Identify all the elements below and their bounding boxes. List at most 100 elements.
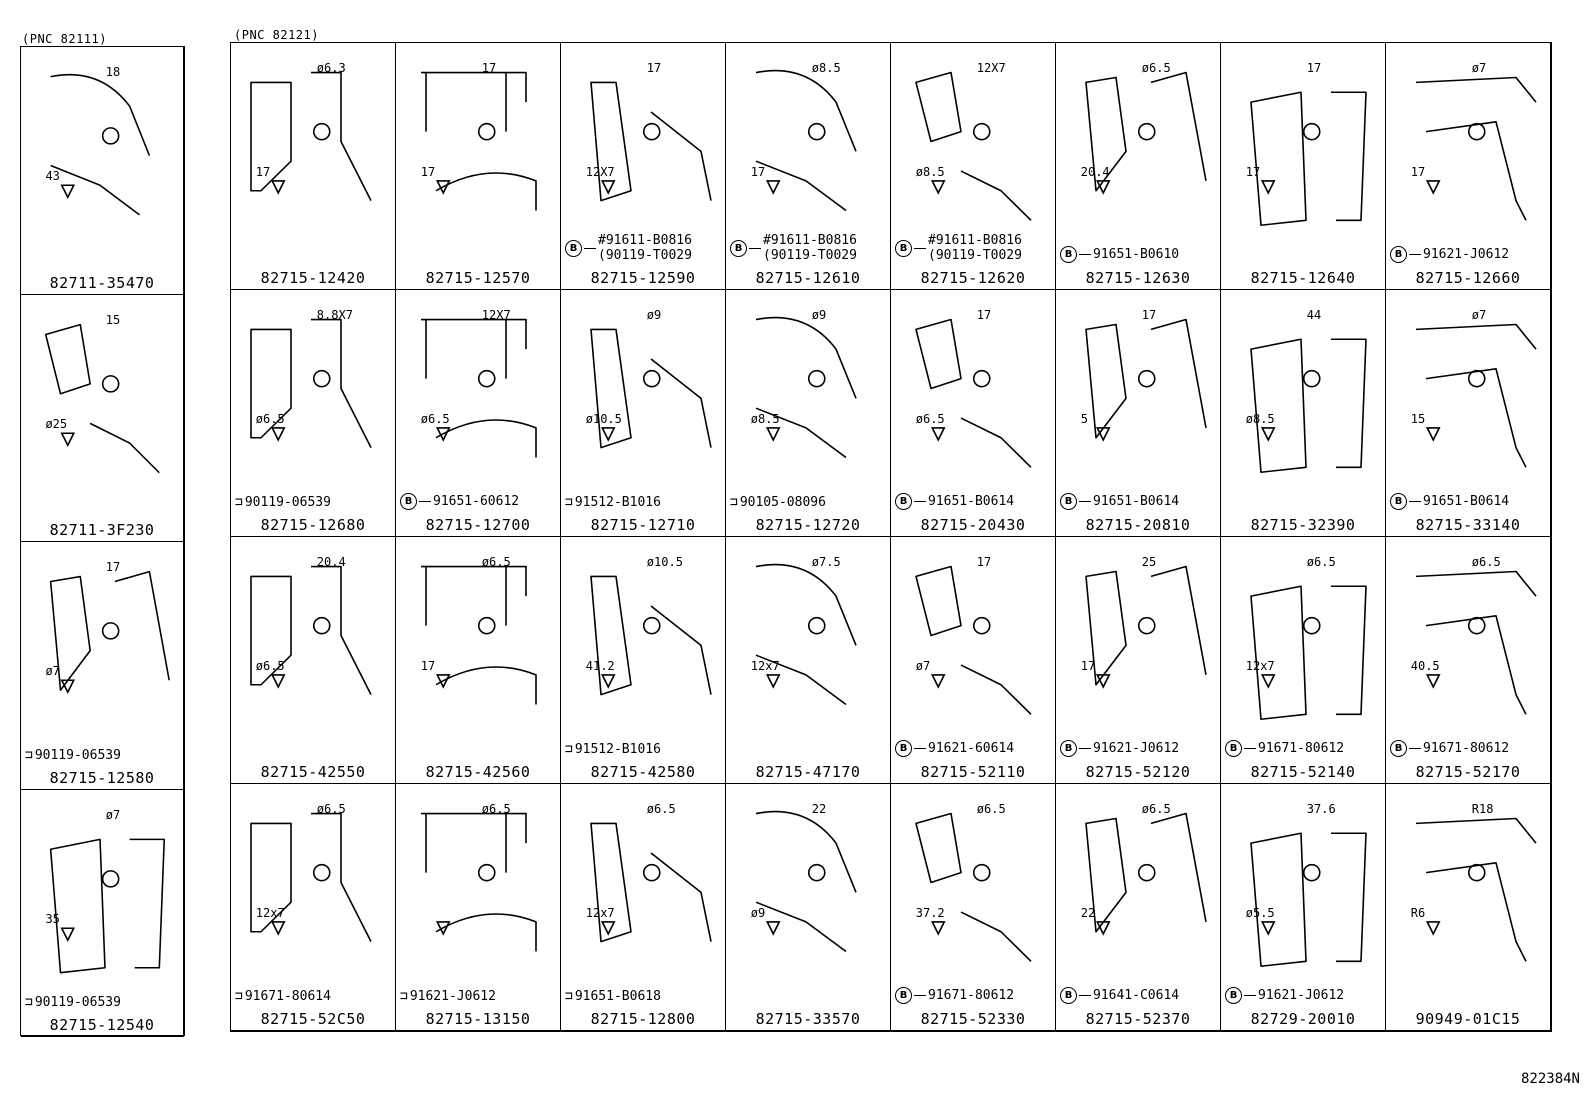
- bracket-diagram: [250, 812, 372, 942]
- dimension-label: ø9: [646, 308, 662, 322]
- dimension-label: R6: [1410, 906, 1426, 921]
- dimension-label: 20.4: [1080, 165, 1110, 180]
- dimension-label: ø7.5: [811, 555, 841, 569]
- bolt-icon: ⊐: [565, 989, 573, 1004]
- bracket-diagram: [421, 318, 537, 458]
- bolt-part-number: 91621-60614: [928, 741, 1015, 756]
- dimension-label: 17: [1245, 165, 1261, 180]
- part-number: 82715-12700: [425, 516, 531, 534]
- dimension-label: ø8.5: [750, 412, 780, 427]
- bolt-callout: ⊐91621-J0612: [400, 989, 496, 1004]
- dimension-label: R18: [1471, 802, 1494, 816]
- bolt-icon: ⊐: [235, 495, 243, 510]
- bracket-diagram: [590, 81, 712, 202]
- leader-line: [1409, 501, 1421, 502]
- dimension-label: 17: [420, 659, 436, 674]
- bracket-diagram: [1250, 832, 1367, 968]
- dimension-label: 5: [1080, 412, 1088, 427]
- bolt-part-number: 91621-J0612: [409, 989, 496, 1004]
- dimension-label: ø7: [1471, 308, 1487, 322]
- dimension-label: ø6.5: [1141, 802, 1171, 816]
- bolt-icon: ⊐: [235, 989, 243, 1004]
- dimension-label: ø6.5: [481, 555, 511, 569]
- leader-line: [914, 748, 926, 749]
- bracket-diagram: [915, 565, 1032, 715]
- dimension-label: 44: [1306, 308, 1322, 322]
- dimension-label: ø6.3: [316, 61, 346, 75]
- dimension-label: ø10.5: [646, 555, 683, 569]
- bolt-part-number: 91621-J0612: [1423, 247, 1510, 262]
- dimension-label: 12X7: [976, 61, 1006, 75]
- part-number: 82715-12620: [920, 269, 1026, 287]
- dimension-label: 17: [481, 61, 497, 75]
- bolt-part-number: 91641-C0614: [1093, 988, 1180, 1003]
- part-number: 82715-32390: [1250, 516, 1356, 534]
- dimension-label: 12x7: [255, 906, 285, 921]
- leader-line: [1409, 254, 1421, 255]
- leader-line: [1244, 748, 1256, 749]
- dimension-label: 17: [1306, 61, 1322, 75]
- bracket-diagram: [49, 838, 166, 973]
- bolt-icon: ⊐: [565, 742, 573, 757]
- pnc-main-label: (PNC 82121): [234, 28, 319, 42]
- bolt-mark-icon: B: [895, 239, 912, 257]
- dimension-label: ø10.5: [585, 412, 622, 427]
- bracket-diagram: [250, 318, 372, 448]
- bracket-diagram: [250, 565, 372, 695]
- dimension-label: 18: [105, 65, 121, 79]
- bolt-icon: ⊐: [565, 495, 573, 510]
- bolt-part-number: 91512-B1016: [574, 742, 661, 757]
- dimension-label: 17: [1080, 659, 1096, 674]
- leader-line: [1409, 748, 1421, 749]
- part-number: 82715-52120: [1085, 763, 1191, 781]
- bracket-diagram: [44, 323, 160, 473]
- leader-line: [1079, 254, 1091, 255]
- bracket-diagram: [1415, 817, 1537, 962]
- bolt-callout: ⊐90119-06539: [25, 995, 121, 1010]
- dimension-label: 40.5: [1410, 659, 1440, 674]
- part-number: 90949-01C15: [1415, 1010, 1521, 1028]
- part-number: 82715-12640: [1250, 269, 1356, 287]
- bolt-icon: ⊐: [730, 495, 738, 510]
- dimension-label: ø6.5: [1141, 61, 1171, 75]
- bolt-part-number: 91651-B0614: [1423, 494, 1510, 509]
- bolt-part-number: 90119-06539: [34, 995, 121, 1010]
- leader-line: [1079, 748, 1091, 749]
- bolt-part-number: 91651-B0618: [574, 989, 661, 1004]
- bracket-diagram: [915, 318, 1032, 468]
- dimension-label: ø6.5: [915, 412, 945, 427]
- leader-line: [914, 247, 926, 249]
- dimension-label: ø6.5: [420, 412, 450, 427]
- dimension-label: 15: [1410, 412, 1426, 427]
- part-number: 82715-13150: [425, 1010, 531, 1028]
- dimension-label: 17: [646, 61, 662, 75]
- leader-line: [914, 501, 926, 502]
- part-number: 82715-12680: [260, 516, 366, 534]
- bracket-diagram: [1415, 570, 1537, 715]
- bracket-diagram: [1085, 812, 1207, 936]
- bolt-callout: B#91611-B0816(90119-T0029: [565, 233, 692, 263]
